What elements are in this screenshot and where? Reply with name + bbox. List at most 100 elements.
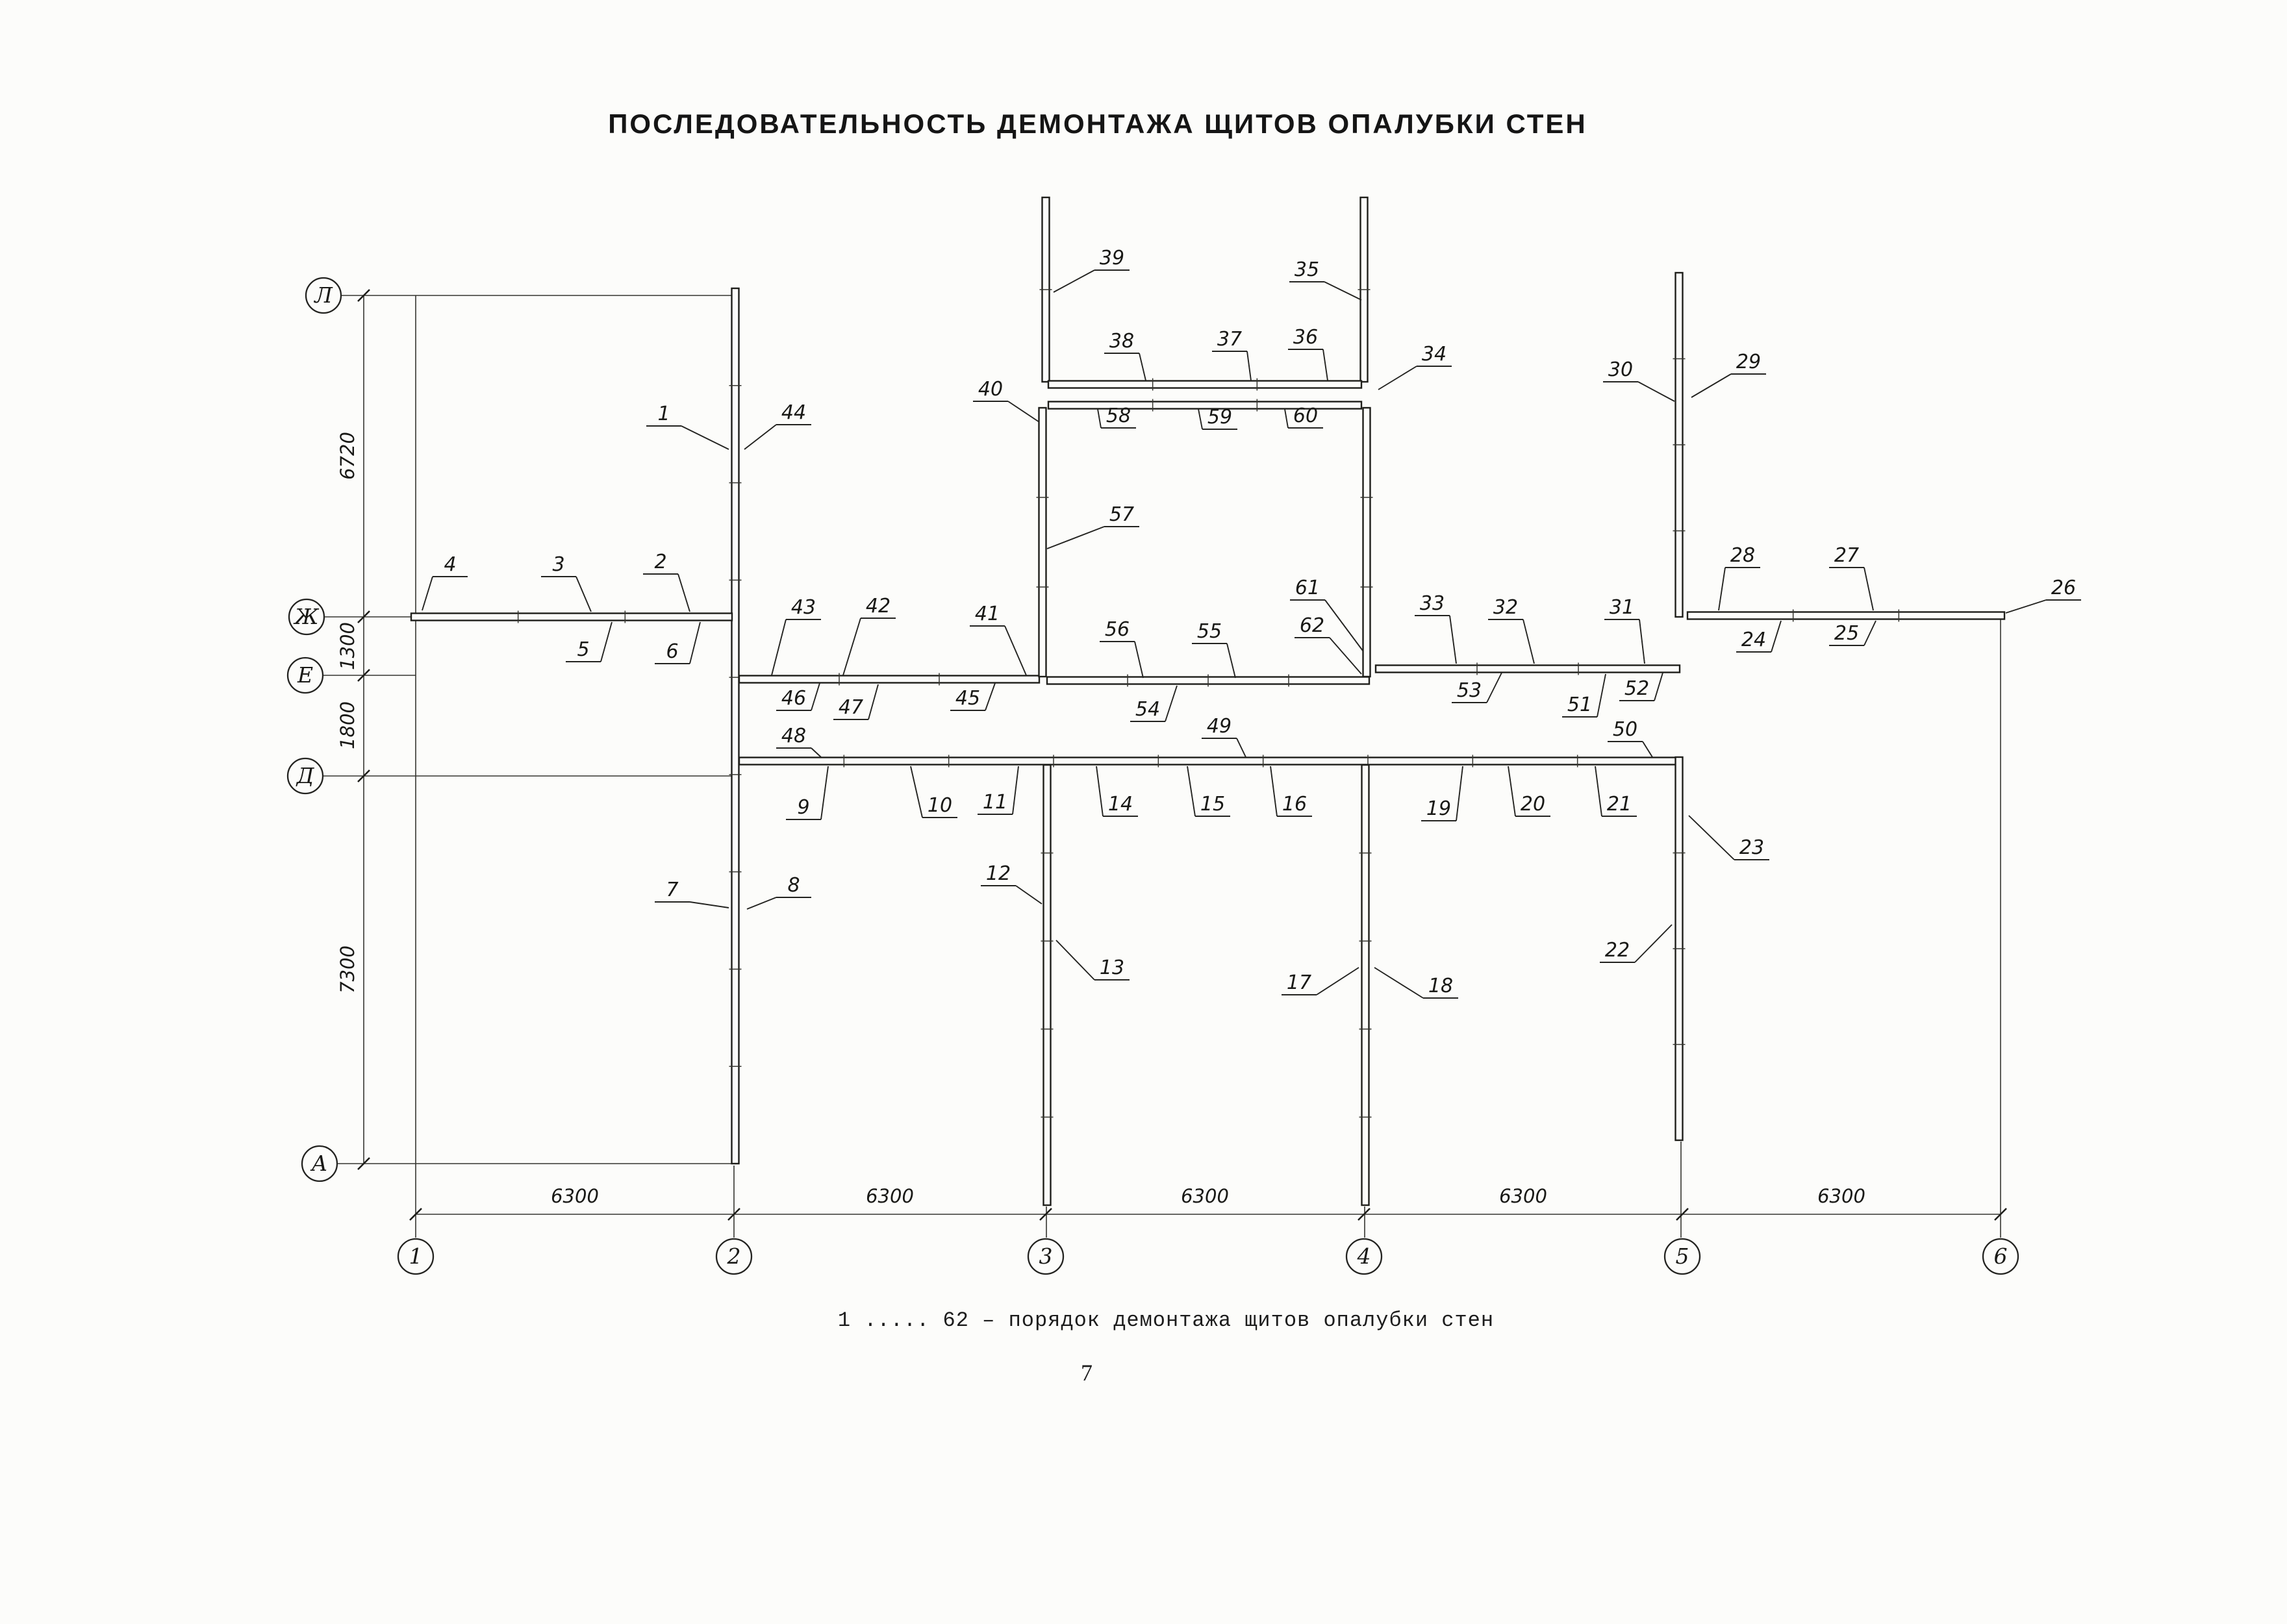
panel-number-text: 52 [1624,677,1649,700]
panel-number-18: 18 [1374,967,1458,999]
axis-circle [1345,1238,1383,1275]
label-leader [1508,766,1516,817]
label-leader [681,425,729,450]
panel-number-text: 57 [1109,503,1134,526]
panel-number-text: 23 [1739,836,1764,859]
label-leader [2005,599,2047,614]
label-leader [1324,599,1363,651]
panel-number-25: 25 [1829,620,1876,646]
panel-number-49: 49 [1202,715,1246,758]
wall-axis4-bottom [1361,764,1370,1206]
label-leader [1139,353,1146,381]
panel-number-text: 6 [666,640,678,663]
panel-number-51: 51 [1562,673,1606,718]
panel-number-16: 16 [1270,766,1312,817]
label-leader [1046,526,1105,549]
figure-caption: 1 ..... 62 – порядок демонтажа щитов опа… [838,1308,1494,1332]
label-leader [1053,269,1095,293]
dimension-tick [357,610,370,623]
panel-number-text: 60 [1293,405,1318,427]
panel-number-58: 58 [1097,405,1136,429]
panel-number-text: 50 [1613,718,1637,741]
dimension-value: 6300 [866,1185,914,1207]
axis-label: Л [313,282,333,308]
panel-number-text: 8 [787,874,800,897]
panel-number-14: 14 [1096,766,1138,817]
axis-marker-Л: Л [305,277,342,314]
dimension-value: 7300 [336,945,359,993]
panel-number-text: 14 [1108,793,1133,816]
panel-number-text: 61 [1295,577,1320,599]
label-leader [1639,619,1645,664]
panel-number-23: 23 [1688,815,1769,860]
dimension-tick [357,1157,370,1170]
label-leader [1637,381,1675,402]
panel-number-text: 36 [1293,326,1318,349]
wall-right-mid [1374,664,1681,673]
panel-number-48: 48 [776,725,822,758]
label-leader [910,766,923,818]
label-leader [842,618,861,676]
axis-circle [1982,1238,2019,1275]
page-number: 7 [1081,1360,1093,1386]
panel-number-text: 43 [791,596,816,619]
wall-center-h-upper [1047,380,1363,389]
dimension-tick [357,289,370,302]
panel-number-11: 11 [978,766,1019,815]
label-leader [1654,672,1663,701]
panel-number-text: 4 [444,553,456,576]
panel-number-53: 53 [1452,672,1502,703]
dimension-tick [1676,1208,1689,1221]
wall-zh-left [410,612,733,621]
label-leader [1486,672,1502,703]
label-leader [744,424,777,450]
label-leader [1096,766,1104,817]
wall-center-left [1038,406,1047,678]
dimension-value: 6300 [1181,1185,1229,1207]
axis-label: Д [296,763,315,788]
panel-number-40: 40 [973,378,1040,423]
panel-number-text: 20 [1521,793,1545,816]
panel-number-text: 53 [1457,679,1482,702]
axis-circle [286,656,324,694]
axis-circle [397,1238,435,1275]
panel-number-text: 28 [1730,544,1755,567]
dimension-tick [727,1208,740,1221]
axis-marker-Е: Е [286,656,324,694]
label-leader [1270,766,1278,817]
axis-circle [288,598,325,636]
panel-number-12: 12 [981,862,1042,905]
dimension-tick [409,1208,422,1221]
panel-number-13: 13 [1055,940,1130,981]
axis-label: 4 [1357,1243,1371,1269]
panel-number-text: 31 [1610,596,1634,619]
page-title: ПОСЛЕДОВАТЕЛЬНОСТЬ ДЕМОНТАЖА ЩИТОВ ОПАЛУ… [608,108,1587,139]
panel-number-43: 43 [771,596,821,676]
label-leader [575,576,592,612]
panel-number-46: 46 [776,682,820,711]
axis-label: 6 [1994,1243,2008,1269]
panel-number-37: 37 [1212,328,1252,381]
wall-center-h-lower [1047,401,1363,410]
panel-number-text: 21 [1607,793,1632,816]
panel-number-34: 34 [1378,343,1452,390]
panel-number-62: 62 [1295,614,1362,675]
label-leader [1642,741,1653,758]
label-leader [1718,567,1726,611]
panel-number-20: 20 [1508,766,1550,817]
panel-number-text: 37 [1217,328,1242,351]
label-leader [1449,615,1457,664]
panel-number-text: 12 [986,862,1011,885]
panel-number-text: 54 [1135,698,1160,721]
label-leader [771,619,787,676]
panel-number-text: 62 [1300,614,1324,637]
panel-number-text: 40 [978,378,1003,401]
dimension-tick [1994,1208,2007,1221]
wall-e [738,675,1041,684]
label-leader [1597,673,1606,718]
panel-number-30: 30 [1603,358,1675,402]
panel-number-text: 9 [797,796,809,819]
panel-number-39: 39 [1053,247,1130,293]
